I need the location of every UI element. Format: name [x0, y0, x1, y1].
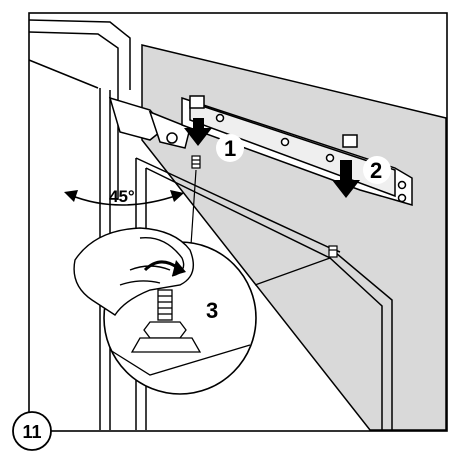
- callout-2-label: 2: [370, 158, 382, 183]
- callout-3-label: 3: [206, 298, 218, 323]
- figure-number: 11: [22, 422, 41, 442]
- frame-screw: [192, 156, 200, 168]
- angle-label: 45°: [109, 187, 135, 206]
- callout-1-label: 1: [224, 136, 236, 161]
- frame-screw-right: [329, 246, 337, 257]
